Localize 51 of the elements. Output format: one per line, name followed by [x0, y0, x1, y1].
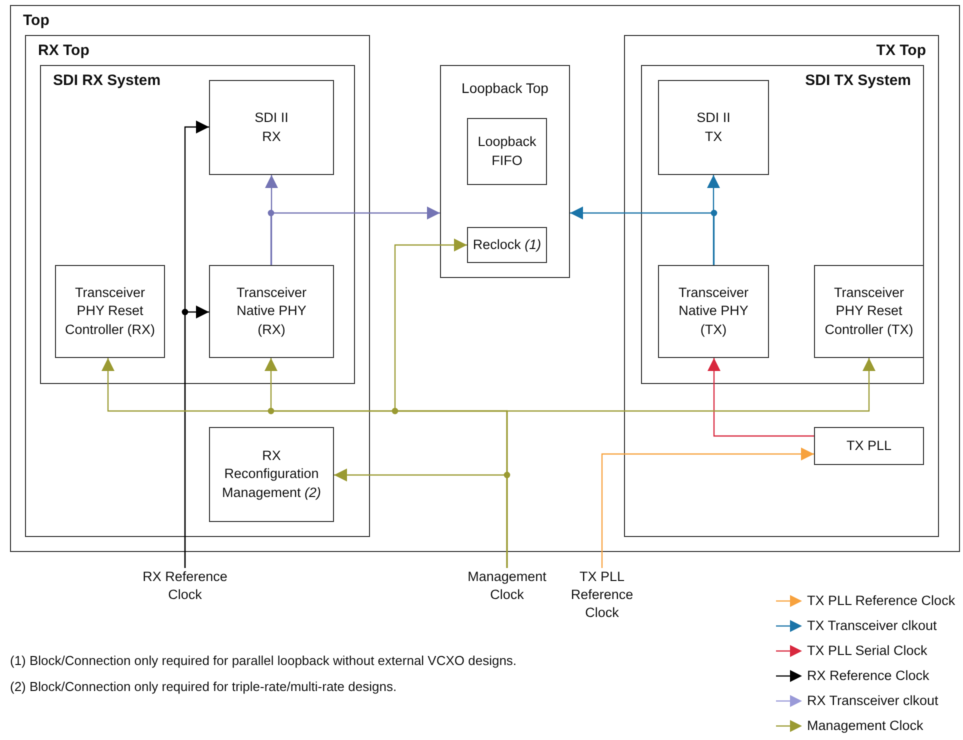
footnote: (1) Block/Connection only required for parallel loopback without external VCXO designs.	[10, 652, 517, 670]
signal-name: TX PLL Reference Clock	[570, 568, 634, 622]
block-box	[467, 118, 547, 185]
legend-text: TX Transceiver clkout	[807, 616, 937, 635]
group-box	[10, 5, 960, 552]
block-label: Reclock (1)	[472, 236, 542, 254]
group-box	[641, 65, 924, 384]
signal-name: Management Clock	[466, 568, 548, 604]
group-box	[624, 35, 939, 537]
block-box	[55, 265, 165, 358]
block-box	[814, 427, 924, 465]
block-box	[658, 80, 769, 175]
connector-arrow	[270, 206, 440, 265]
connector-arrow	[601, 448, 814, 568]
block-box	[209, 80, 334, 175]
legend-text: TX PLL Reference Clock	[807, 592, 956, 610]
group-box	[25, 35, 370, 537]
legend-text: RX Transceiver clkout	[807, 692, 938, 710]
block-box	[467, 227, 547, 263]
group-title: Top	[23, 11, 50, 31]
connector-arrow	[334, 468, 508, 568]
group-box	[440, 65, 570, 278]
group-title: SDI TX System	[805, 71, 911, 91]
connector-arrow	[707, 175, 720, 265]
block-label: Transceiver PHY Reset Controller (TX)	[824, 284, 914, 339]
connector-arrow	[708, 358, 814, 437]
legend-text: RX Reference Clock	[807, 666, 930, 685]
group-title: RX Top	[38, 41, 90, 61]
block-label: Transceiver Native PHY (TX)	[677, 284, 750, 339]
group-box	[40, 65, 355, 384]
connector-arrow	[570, 206, 715, 265]
footnote: (2) Block/Connection only required for triple-rate/multi-rate designs.	[10, 678, 397, 696]
block-label: Loopback FIFO	[476, 133, 538, 170]
block-box	[209, 427, 334, 522]
block-label: Transceiver Native PHY (RX)	[235, 284, 308, 339]
block-label: RX Reconfiguration Management (2)	[220, 447, 322, 502]
group-title: SDI RX System	[53, 71, 161, 91]
group-title: Loopback Top	[460, 79, 550, 98]
connector-arrow	[184, 306, 209, 568]
signal-name: RX Reference Clock	[142, 568, 228, 604]
block-label: Transceiver PHY Reset Controller (RX)	[64, 284, 156, 339]
block-label: SDI II TX	[696, 109, 732, 146]
block-box	[209, 265, 334, 358]
block-box	[814, 265, 924, 358]
group-title: TX Top	[876, 41, 926, 61]
block-box	[658, 265, 769, 358]
legend-text: Management Clock	[807, 716, 924, 735]
connector-arrow	[265, 175, 278, 265]
legend-text: TX PLL Serial Clock	[807, 642, 928, 660]
block-label: TX PLL	[846, 436, 892, 455]
block-label: SDI II RX	[254, 109, 290, 146]
